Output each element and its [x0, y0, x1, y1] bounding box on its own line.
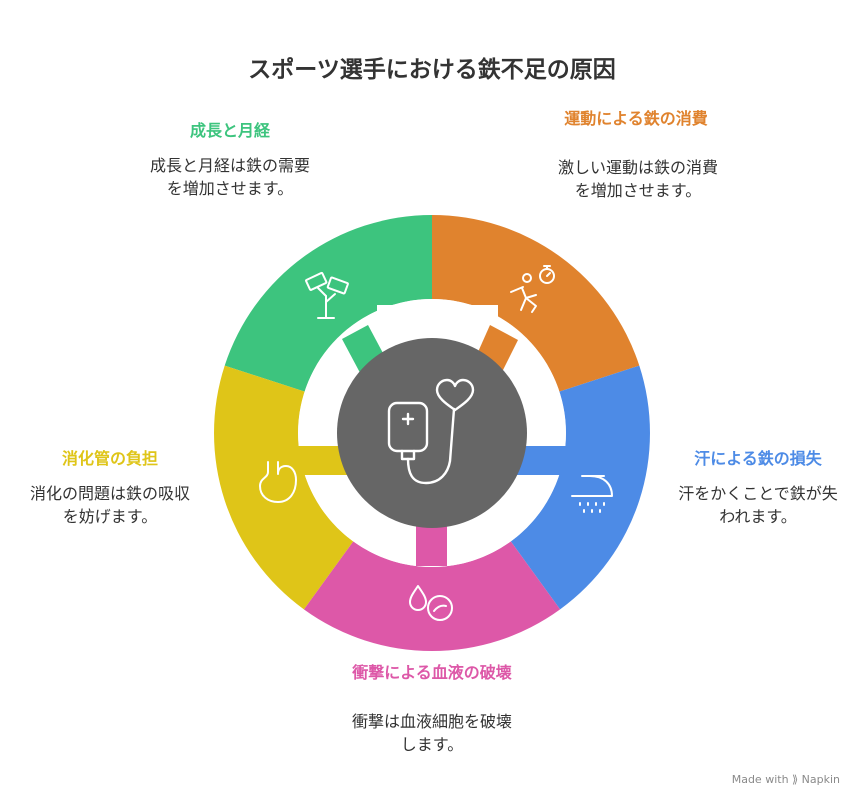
label-exercise: 運動による鉄の消費: [564, 109, 708, 128]
stomach-icon: [259, 461, 297, 503]
segment-exercise: [432, 215, 640, 392]
segment-sweat: [510, 365, 650, 610]
made-with-watermark[interactable]: Made with ⟫ Napkin: [731, 773, 840, 786]
plant-money-icon: [305, 271, 349, 319]
drop-blood-cell-icon: [409, 585, 453, 621]
connector-sweat: [513, 446, 566, 475]
description-digestion: 消化の問題は鉄の吸収を妨げます。: [29, 484, 190, 526]
segment-digestion: [214, 365, 354, 610]
iron-steam-icon: [571, 475, 613, 513]
description-growth: 成長と月経は鉄の需要を増加させます。: [150, 156, 311, 198]
diagram-title: スポーツ選手における鉄不足の原因: [248, 57, 616, 83]
label-impact: 衝撃による血液の破壊: [352, 663, 512, 682]
segment-impact: [303, 541, 561, 652]
runner-stopwatch-icon: [510, 265, 555, 313]
center-hub: [337, 338, 527, 528]
iv-bag-heart-icon: [387, 378, 475, 485]
label-growth: 成長と月経: [189, 121, 270, 140]
label-digestion: 消化管の負担: [61, 449, 158, 468]
label-sweat: 汗による鉄の損失: [694, 449, 822, 468]
description-sweat: 汗をかくことで鉄が失われます。: [678, 484, 838, 526]
connector-digestion: [298, 446, 352, 475]
segment-growth: [224, 215, 432, 392]
description-impact: 衝撃は血液細胞を破壊します。: [352, 712, 513, 754]
description-exercise: 激しい運動は鉄の消費を増加させます。: [558, 158, 719, 200]
